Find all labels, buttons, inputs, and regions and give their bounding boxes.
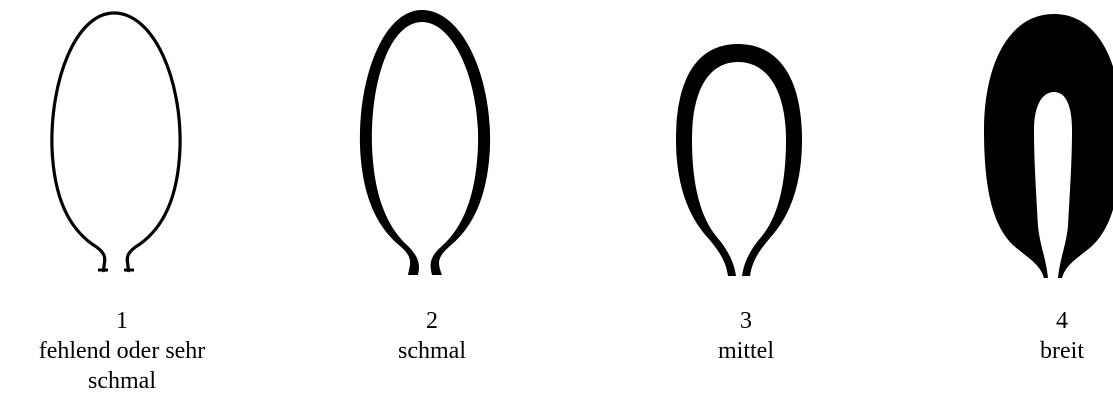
variant-panel-3: 3 mittel bbox=[616, 0, 876, 408]
variant-number: 1 bbox=[0, 306, 252, 336]
variant-caption-4: 4 breit bbox=[932, 306, 1113, 366]
variant-label: fehlend oder sehr schmal bbox=[2, 336, 242, 396]
variant-label: breit bbox=[932, 336, 1113, 366]
variant-caption-1: 1 fehlend oder sehr schmal bbox=[0, 306, 252, 396]
variant-label: schmal bbox=[302, 336, 562, 366]
variant-caption-2: 2 schmal bbox=[302, 306, 562, 366]
outline-shape-2 bbox=[302, 0, 562, 300]
outline-shape-1 bbox=[0, 0, 252, 300]
variant-panel-4: 4 breit bbox=[932, 0, 1113, 408]
variant-label: mittel bbox=[616, 336, 876, 366]
outline-shape-3 bbox=[616, 0, 876, 300]
variant-panel-2: 2 schmal bbox=[302, 0, 562, 408]
variant-number: 3 bbox=[616, 306, 876, 336]
variant-number: 2 bbox=[302, 306, 562, 336]
variant-number: 4 bbox=[932, 306, 1113, 336]
variant-caption-3: 3 mittel bbox=[616, 306, 876, 366]
outline-shape-4 bbox=[932, 0, 1113, 300]
variant-panel-1: 1 fehlend oder sehr schmal bbox=[0, 0, 252, 408]
